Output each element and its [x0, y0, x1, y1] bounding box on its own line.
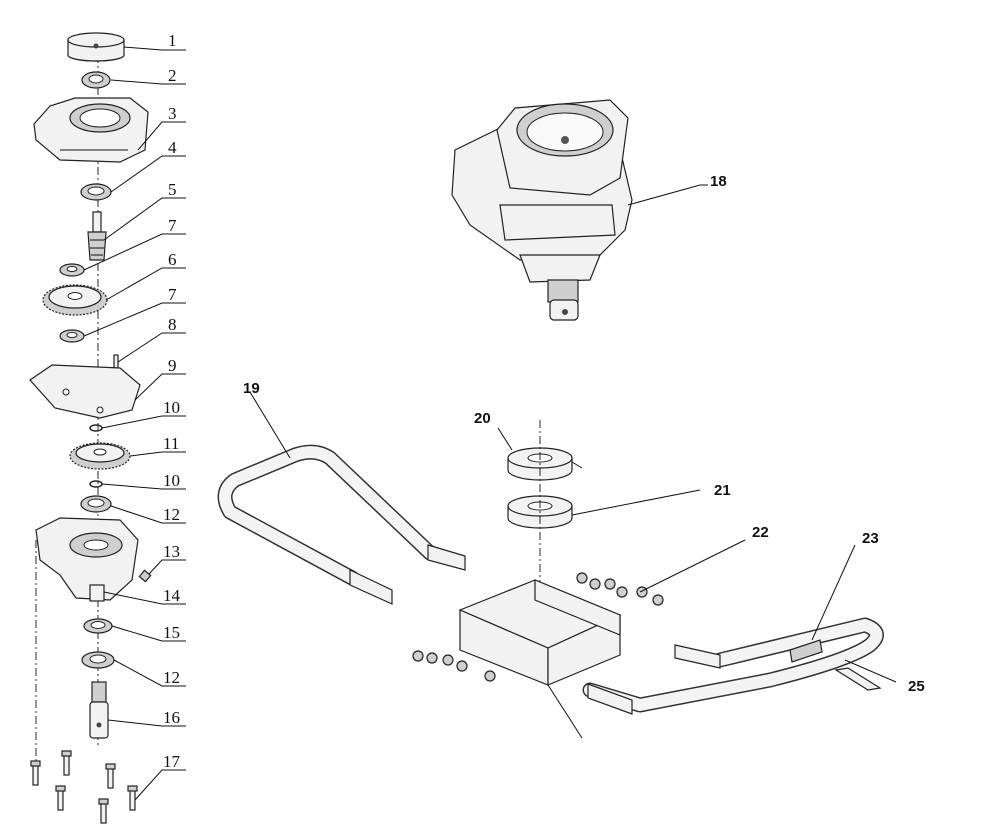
part-1-cap [67, 32, 125, 62]
part-12-bearing-lower [81, 651, 115, 669]
part-10-ring-upper [89, 424, 103, 432]
part-10-ring-lower [89, 480, 103, 488]
callout-19: 19 [243, 380, 260, 397]
callout-5: 5 [168, 180, 177, 199]
part-6-large-gear [42, 284, 108, 316]
part-15-bearing [83, 618, 113, 634]
callout-17: 17 [163, 752, 181, 771]
callout-7-upper: 7 [168, 216, 177, 235]
part-12-bearing-upper [80, 495, 112, 513]
part-14-lower-housing [35, 517, 139, 602]
callout-10-lower: 10 [163, 471, 180, 490]
callout-21: 21 [714, 482, 731, 499]
callout-18: 18 [710, 173, 727, 190]
part-17-bolts [30, 750, 138, 824]
left-leader-lines [83, 46, 186, 801]
mount-bracket [458, 579, 622, 739]
callout-14: 14 [163, 586, 181, 605]
part-9-gasket [29, 364, 141, 419]
hardware-22: 22 [412, 524, 769, 682]
gearbox-exploded-column: 1 2 3 4 5 7 6 7 8 9 10 11 10 12 13 14 15… [29, 31, 186, 824]
callout-8: 8 [168, 315, 177, 334]
callout-6: 6 [168, 250, 177, 269]
callout-7-lower: 7 [168, 285, 177, 304]
part-11-gear [69, 442, 131, 470]
callout-25: 25 [908, 678, 925, 695]
callout-15: 15 [163, 623, 180, 642]
callout-23: 23 [862, 530, 879, 547]
part-5-pinion-shaft [87, 211, 107, 261]
callout-12-upper: 12 [163, 505, 180, 524]
handle-19: 19 [217, 380, 466, 605]
part-4-bearing [80, 183, 112, 201]
callout-3: 3 [168, 104, 177, 123]
part-3-upper-housing [33, 97, 149, 163]
callout-10-upper: 10 [163, 398, 180, 417]
callout-4: 4 [168, 138, 177, 157]
callout-16: 16 [163, 708, 180, 727]
part-2-bearing [81, 71, 111, 89]
part-13-screw [138, 569, 152, 583]
gearbox-assembly-18: 18 [451, 99, 727, 321]
part-16-output-shaft [89, 681, 109, 739]
spacer-21: 21 [507, 482, 731, 529]
callout-22: 22 [752, 524, 769, 541]
callout-20: 20 [474, 410, 491, 427]
foot-25: 25 [834, 659, 925, 695]
part-7-washer-lower [59, 329, 85, 343]
callout-2: 2 [168, 66, 177, 85]
callout-12-lower: 12 [163, 668, 180, 687]
callout-1: 1 [168, 31, 177, 50]
spacer-20: 20 [474, 410, 583, 481]
callout-11: 11 [163, 434, 179, 453]
callout-13: 13 [163, 542, 180, 561]
frame-23: 23 [582, 530, 884, 715]
part-8-pin [113, 354, 119, 370]
part-7-washer-upper [59, 263, 85, 277]
callout-9: 9 [168, 356, 177, 375]
